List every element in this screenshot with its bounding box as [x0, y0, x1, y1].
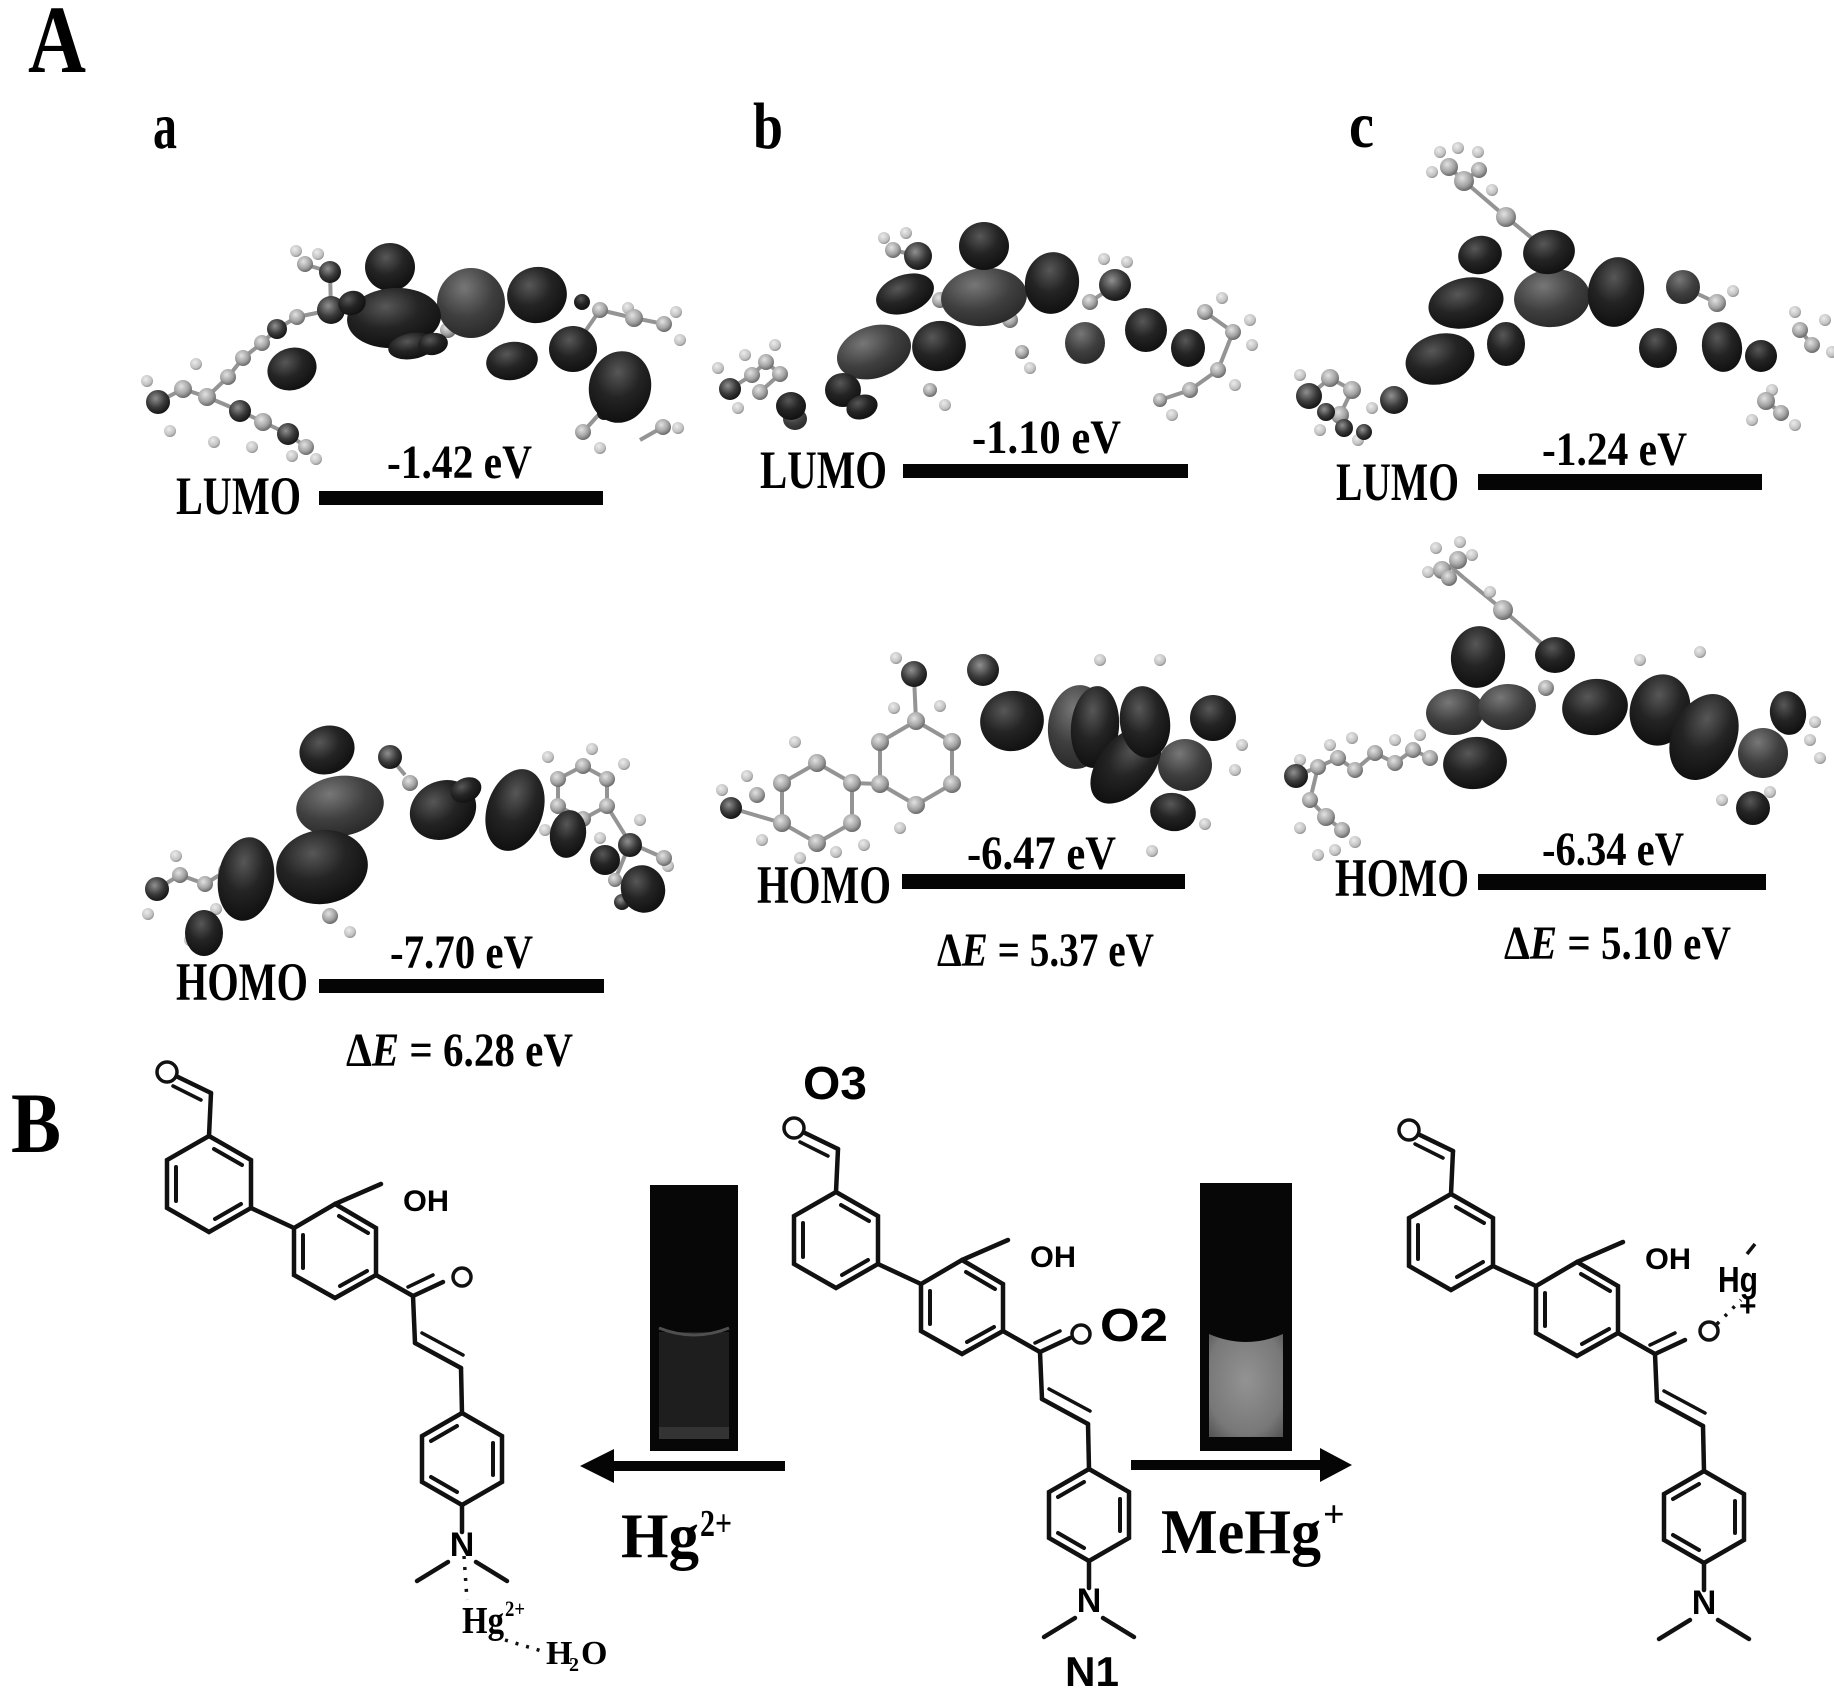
svg-text:O: O [581, 1635, 607, 1672]
svg-text:O2: O2 [1100, 1299, 1168, 1351]
svg-text:Hg: Hg [621, 1501, 699, 1571]
svg-text:LUMO: LUMO [1336, 452, 1459, 512]
svg-text:-1.24 eV: -1.24 eV [1542, 423, 1687, 476]
svg-text:LUMO: LUMO [176, 466, 301, 526]
svg-text:OH: OH [403, 1185, 449, 1218]
svg-text:MeHg: MeHg [1161, 1496, 1321, 1567]
svg-text:-1.42 eV: -1.42 eV [387, 436, 532, 489]
svg-text:a: a [153, 90, 177, 163]
svg-text:Hg: Hg [1718, 1259, 1758, 1300]
svg-text:HOMO: HOMO [1335, 848, 1469, 908]
svg-text:B: B [11, 1075, 61, 1171]
svg-text:c: c [1349, 89, 1374, 162]
svg-text:b: b [753, 90, 783, 163]
svg-text:HOMO: HOMO [176, 952, 308, 1012]
svg-text:-1.10 eV: -1.10 eV [972, 411, 1121, 464]
svg-text:A: A [28, 0, 86, 93]
svg-text:OH: OH [1030, 1241, 1076, 1274]
svg-text:+: + [1323, 1494, 1345, 1536]
svg-text:N: N [1692, 1584, 1717, 1622]
svg-text:H: H [546, 1635, 572, 1672]
svg-text:OH: OH [1645, 1243, 1691, 1276]
svg-text:ΔE = 5.10 eV: ΔE = 5.10 eV [1504, 917, 1731, 970]
svg-text:LUMO: LUMO [760, 440, 887, 500]
svg-text:2+: 2+ [700, 1503, 732, 1545]
svg-text:-6.47 eV: -6.47 eV [967, 827, 1116, 880]
svg-text:ΔE = 6.28 eV: ΔE = 6.28 eV [346, 1024, 573, 1077]
svg-text:ΔE = 5.37 eV: ΔE = 5.37 eV [937, 924, 1154, 977]
svg-text:Hg: Hg [462, 1600, 504, 1642]
svg-text:N: N [450, 1526, 475, 1564]
svg-text:N: N [1077, 1582, 1102, 1620]
svg-text:2+: 2+ [505, 1596, 525, 1621]
svg-text:-7.70 eV: -7.70 eV [390, 926, 533, 979]
svg-text:-6.34 eV: -6.34 eV [1542, 823, 1684, 876]
svg-text:+: + [1739, 1290, 1757, 1323]
svg-text:HOMO: HOMO [757, 855, 891, 915]
svg-text:O3: O3 [803, 1057, 867, 1109]
svg-text:2: 2 [569, 1654, 579, 1676]
svg-text:N1: N1 [1065, 1648, 1119, 1695]
